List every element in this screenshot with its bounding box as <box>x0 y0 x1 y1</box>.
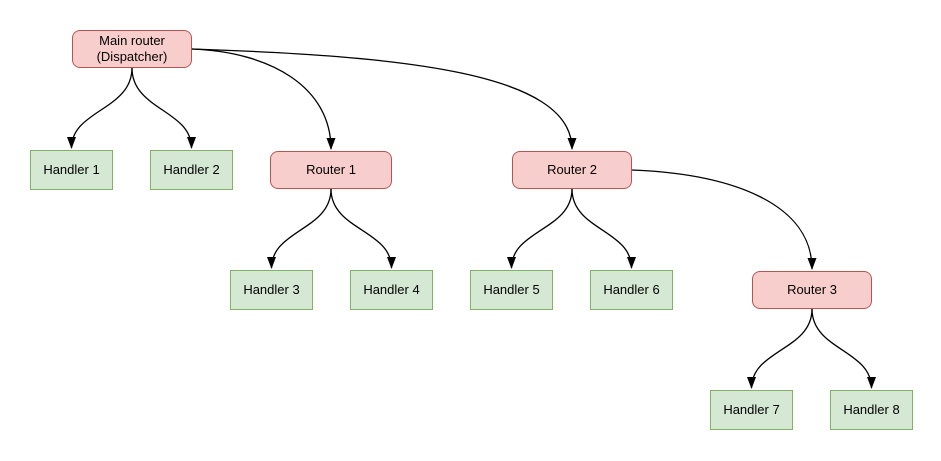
node-handler-5-label: Handler 5 <box>483 282 540 297</box>
node-handler-4: Handler 4 <box>350 270 433 310</box>
edge-router2-to-handler6 <box>571 188 636 269</box>
edge-router1-to-handler4 <box>330 188 396 269</box>
node-handler-3-label: Handler 3 <box>243 282 300 297</box>
edge-router1-to-handler3 <box>267 188 332 269</box>
node-handler-7-label: Handler 7 <box>723 402 780 417</box>
node-router-3: Router 3 <box>752 271 872 309</box>
node-handler-8-label: Handler 8 <box>843 402 900 417</box>
node-handler-6: Handler 6 <box>590 270 673 310</box>
node-router-2-label: Router 2 <box>547 162 597 177</box>
node-handler-7: Handler 7 <box>710 390 793 430</box>
node-main-router-label-line2: (Dispatcher) <box>96 49 168 64</box>
edge-main-to-router1 <box>191 48 336 150</box>
node-handler-4-label: Handler 4 <box>363 282 420 297</box>
node-handler-5: Handler 5 <box>470 270 553 310</box>
edge-router2-to-router3 <box>631 169 817 270</box>
edge-router3-to-handler7 <box>747 308 813 389</box>
node-handler-2-label: Handler 2 <box>163 162 220 177</box>
node-router-1-label: Router 1 <box>306 162 356 177</box>
node-main-router-label-line1: Main router <box>99 33 165 48</box>
node-router-2: Router 2 <box>512 151 632 189</box>
node-handler-1: Handler 1 <box>30 150 113 190</box>
node-router-3-label: Router 3 <box>787 282 837 297</box>
node-handler-2: Handler 2 <box>150 150 233 190</box>
edge-main-to-handler2 <box>131 67 196 149</box>
edge-router2-to-handler5 <box>507 188 573 269</box>
node-router-1: Router 1 <box>270 151 392 189</box>
edge-router3-to-handler8 <box>811 308 876 389</box>
node-handler-8: Handler 8 <box>830 390 913 430</box>
edge-main-to-router2 <box>191 48 577 150</box>
node-main-router: Main router (Dispatcher) <box>72 30 192 68</box>
node-handler-1-label: Handler 1 <box>43 162 100 177</box>
node-handler-6-label: Handler 6 <box>603 282 660 297</box>
edge-main-to-handler1 <box>67 67 133 149</box>
node-handler-3: Handler 3 <box>230 270 313 310</box>
